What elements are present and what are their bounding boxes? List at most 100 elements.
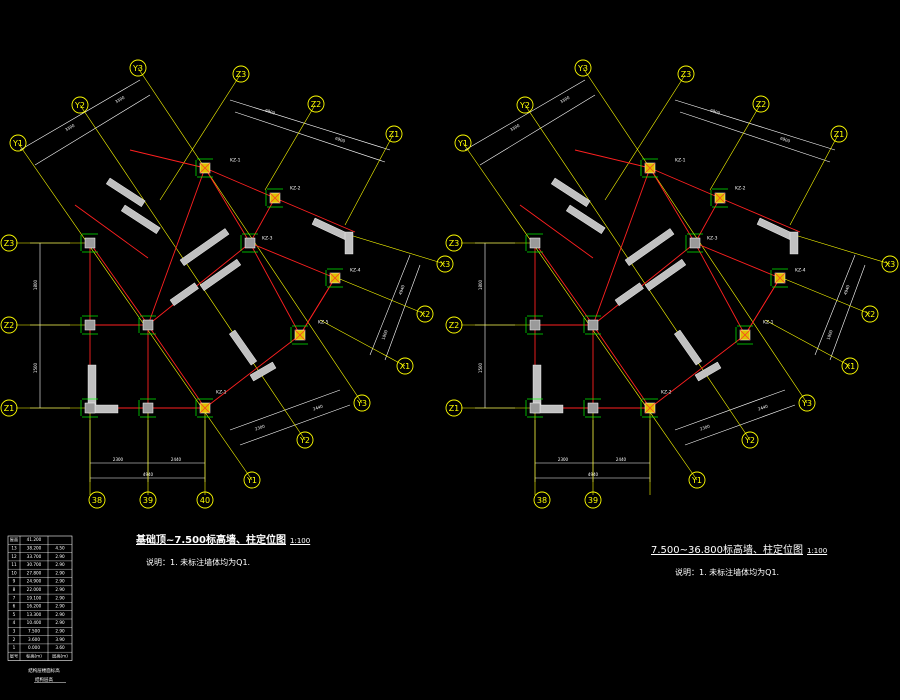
- axis-bubble-circle: [798, 394, 816, 412]
- column-body: [529, 237, 541, 249]
- axis-bubble-label-X1: X1: [400, 362, 411, 371]
- hatch: [294, 329, 306, 341]
- shear-wall: [789, 231, 799, 255]
- axis-bubble: X2: [416, 305, 434, 323]
- axis-bubble: 38: [533, 491, 551, 509]
- axis-bubble-circle: [0, 316, 18, 334]
- axis-line: [462, 142, 698, 481]
- axis-bubble-circle: [0, 399, 18, 417]
- column: [325, 268, 343, 288]
- column-label: KZ-3: [262, 236, 273, 242]
- dim-text: 2300: [558, 457, 569, 462]
- column-body: [587, 402, 599, 414]
- axis-bubble-label-Y3: Y3: [132, 64, 143, 73]
- shear-walls: [532, 177, 799, 414]
- dim-line: [19, 79, 141, 151]
- column-label: KZ-2: [661, 390, 672, 396]
- axis-line: [789, 134, 839, 226]
- axis-bubble: Y2: [296, 431, 314, 449]
- beam: [694, 242, 746, 336]
- axis-bubble-label-X3: X3: [440, 260, 451, 269]
- dim-text: 2300: [113, 457, 124, 462]
- table-cell: 2: [13, 637, 16, 642]
- table-cell: 7.500: [28, 628, 40, 633]
- axis-line: [264, 104, 316, 191]
- axis-bubble: Y1: [9, 134, 27, 152]
- column-body: [244, 237, 256, 249]
- beam: [147, 167, 206, 326]
- axis-bubble: 39: [584, 491, 602, 509]
- axis-bubble-circle: [830, 125, 848, 143]
- axis-bubble-circle: [574, 59, 592, 77]
- axis-bubble-circle: [436, 255, 454, 273]
- beam: [592, 167, 651, 326]
- table-cell: 27.800: [27, 570, 42, 575]
- beam: [719, 197, 801, 233]
- axis-bubble: Y2: [741, 431, 759, 449]
- column-label: KZ-5: [318, 320, 329, 326]
- column-body: [529, 319, 541, 331]
- axis-bubble-label-Y1: Y1: [457, 139, 468, 148]
- table-cell: 24.900: [27, 579, 42, 584]
- table-cell: 41.200: [27, 537, 42, 542]
- shear-wall: [344, 231, 354, 255]
- table-cell: 13.300: [27, 612, 42, 617]
- dim-text: 1800: [478, 279, 483, 290]
- axis-bubble-label-X2: X2: [865, 310, 876, 319]
- table-cell: 标高(m): [26, 652, 42, 659]
- column: [583, 398, 601, 418]
- axis-bubble: Z3: [232, 65, 250, 83]
- axis-bubble-label-X3: X3: [885, 260, 896, 269]
- table-cell: 8: [13, 587, 16, 592]
- axis-line: [709, 104, 761, 191]
- table-cell: 0.000: [28, 645, 40, 650]
- shear-wall: [228, 329, 258, 366]
- plan-left-note: 说明：1. 未标注墙体均为Q1.: [146, 558, 251, 567]
- table-cell: 10: [11, 570, 17, 575]
- dim-text: 6900: [710, 108, 722, 116]
- shear-wall: [673, 329, 703, 366]
- axis-bubble: Y3: [798, 394, 816, 412]
- axis-bubble-label-Y2: Y2: [299, 436, 310, 445]
- beam: [204, 167, 251, 244]
- dim-text: 3300: [64, 123, 76, 133]
- axis-bubble: Z2: [445, 316, 463, 334]
- axis-line: [159, 74, 241, 201]
- shear-wall: [105, 177, 146, 208]
- beam: [519, 204, 594, 259]
- table-cell: 38.200: [27, 545, 42, 550]
- axis-bubble: Z2: [307, 95, 325, 113]
- axis-bubble-label-Y2: Y2: [519, 101, 530, 110]
- dim-text: 2440: [757, 403, 769, 411]
- table-cell: 2.90: [55, 612, 65, 617]
- axis-bubble-circle: [196, 491, 214, 509]
- table-cell: 5: [13, 612, 16, 617]
- axis-bubble-label-Z2: Z2: [311, 100, 322, 109]
- axis-line: [524, 104, 751, 441]
- axis-bubble-circle: [307, 95, 325, 113]
- column-label: KZ-2: [735, 186, 746, 192]
- table-cell: 2.90: [55, 570, 65, 575]
- table-cell: 19.100: [27, 595, 42, 600]
- shear-wall: [614, 282, 644, 307]
- dim-line: [34, 94, 151, 166]
- axis-bubble-label-Y1: Y1: [12, 139, 23, 148]
- beam: [649, 167, 696, 244]
- column-body: [84, 319, 96, 331]
- beam: [534, 242, 594, 326]
- axis-lines: [461, 67, 891, 495]
- column: [80, 315, 98, 335]
- axis-bubble: X3: [436, 255, 454, 273]
- axis-line: [319, 319, 406, 367]
- dim-text: 2300: [254, 423, 266, 431]
- axis-bubble-circle: [584, 491, 602, 509]
- plan-right-scale: 1:100: [807, 547, 828, 555]
- axis-bubble: Z2: [752, 95, 770, 113]
- axis-bubble-label-Y3: Y3: [801, 399, 812, 408]
- axis-bubble-circle: [0, 234, 18, 252]
- beam: [129, 149, 206, 169]
